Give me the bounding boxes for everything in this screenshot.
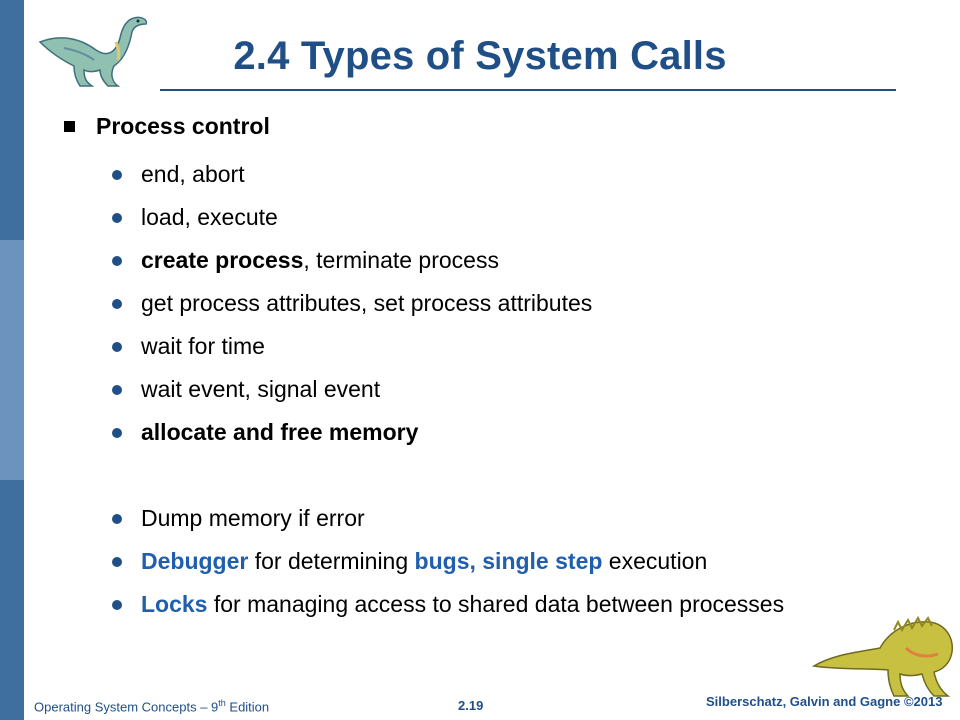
- footer-book-title: Operating System Concepts – 9th Edition: [34, 698, 269, 714]
- text-run: bugs, single step: [414, 548, 603, 574]
- text-run: for determining: [248, 548, 415, 574]
- footer-edition-superscript: th: [218, 698, 226, 708]
- section-heading: Process control: [64, 113, 270, 140]
- bullet-dot-icon: [112, 298, 122, 309]
- list-item: Locks for managing access to shared data…: [112, 583, 942, 626]
- footer-book-text: Operating System Concepts – 9: [34, 699, 219, 715]
- text-run: , terminate process: [303, 247, 499, 273]
- list-item: allocate and free memory: [112, 411, 942, 454]
- text-run: allocate and free memory: [141, 419, 419, 445]
- list-item-text: wait event, signal event: [141, 376, 380, 403]
- text-run: Locks: [141, 591, 208, 617]
- text-run: wait event, signal event: [141, 376, 381, 402]
- bullet-dot-icon: [112, 427, 122, 438]
- bullet-dot-icon: [112, 255, 122, 266]
- title-underline: [160, 89, 896, 91]
- bullet-dot-icon: [112, 212, 122, 223]
- text-run: wait for time: [141, 333, 265, 359]
- sidebar-segment-middle: [0, 240, 24, 480]
- text-run: execution: [602, 548, 708, 574]
- dinosaur-icon: [811, 615, 953, 697]
- list-item-text: load, execute: [141, 204, 278, 231]
- list-item-text: wait for time: [141, 333, 265, 360]
- list-item-text: end, abort: [141, 161, 245, 188]
- text-run: get process attributes, set process attr…: [141, 290, 593, 316]
- list-item-text: allocate and free memory: [141, 419, 418, 446]
- sidebar-segment-top: [0, 0, 24, 240]
- text-run: create process: [141, 247, 304, 273]
- list-item-text: Dump memory if error: [141, 505, 365, 532]
- section-heading-label: Process control: [96, 113, 270, 139]
- left-sidebar-bar: [0, 0, 24, 720]
- list-item: end, abort: [112, 153, 942, 196]
- bullet-dot-icon: [112, 513, 122, 524]
- list-item-text: Debugger for determining bugs, single st…: [141, 548, 707, 575]
- square-bullet-icon: [64, 121, 75, 132]
- page-number: 2.19: [458, 698, 484, 713]
- dinosaur-icon: [38, 16, 148, 87]
- text-run: Dump memory if error: [141, 505, 365, 531]
- footer-copyright: Silberschatz, Galvin and Gagne ©2013: [706, 694, 943, 709]
- slide-title: 2.4 Types of System Calls: [233, 34, 727, 78]
- footer-edition-text: Edition: [225, 699, 270, 715]
- bullet-dot-icon: [112, 599, 122, 610]
- text-run: Debugger: [141, 548, 249, 574]
- bullet-list: end, abort load, execute create process, t…: [112, 153, 942, 626]
- text-run: load, execute: [141, 204, 278, 230]
- text-run: for managing access to shared data betwe…: [207, 591, 785, 617]
- list-item-text: Locks for managing access to shared data…: [141, 591, 784, 618]
- list-item: Debugger for determining bugs, single st…: [112, 540, 942, 583]
- list-item-text: create process, terminate process: [141, 247, 499, 274]
- list-item: get process attributes, set process attr…: [112, 282, 942, 325]
- sidebar-segment-bottom: [0, 480, 24, 720]
- list-item: load, execute: [112, 196, 942, 239]
- list-item: Dump memory if error: [112, 497, 942, 540]
- text-run: end, abort: [141, 161, 245, 187]
- bullet-dot-icon: [112, 341, 122, 352]
- list-item: wait for time: [112, 325, 942, 368]
- list-item: wait event, signal event: [112, 368, 942, 411]
- bullet-dot-icon: [112, 384, 122, 395]
- list-item: create process, terminate process: [112, 239, 942, 282]
- list-item-text: get process attributes, set process attr…: [141, 290, 592, 317]
- bullet-dot-icon: [112, 169, 122, 180]
- bullet-dot-icon: [112, 556, 122, 567]
